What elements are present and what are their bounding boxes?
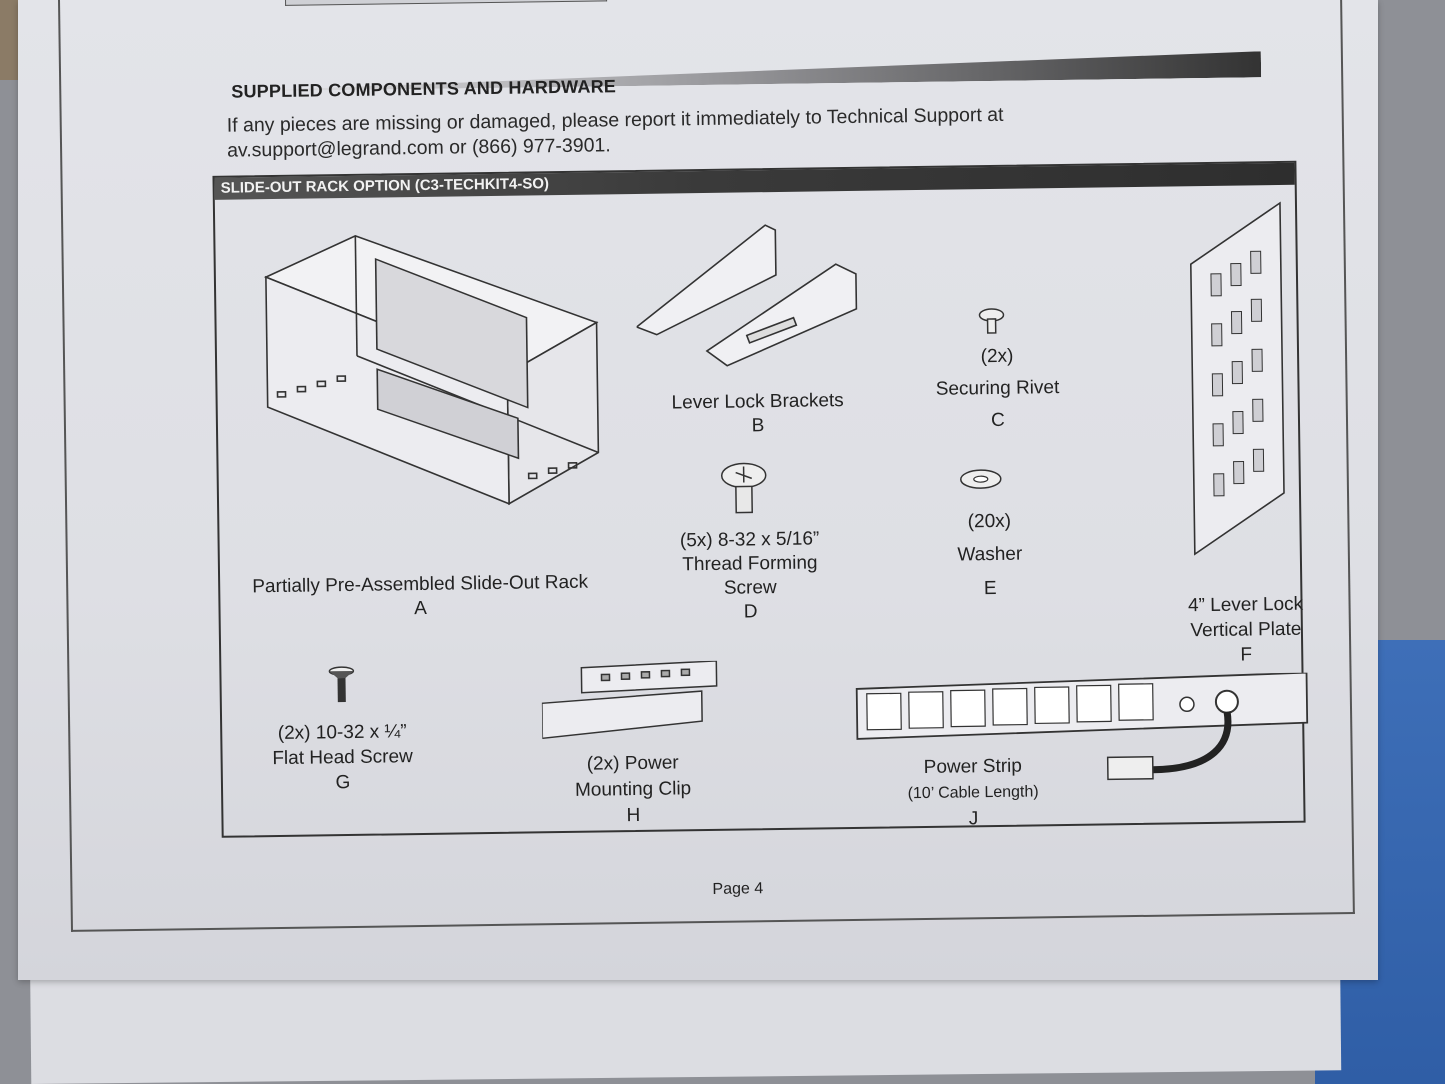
component-b-letter: B <box>751 415 765 437</box>
washer-icon <box>960 469 1002 489</box>
component-f-line1: 4” Lever Lock <box>1187 593 1304 617</box>
component-j-letter: J <box>968 808 979 830</box>
thread-forming-screw-icon <box>720 462 767 514</box>
component-f-letter: F <box>1240 644 1253 666</box>
component-e-letter: E <box>983 577 997 600</box>
component-j-sub: (10’ Cable Length) <box>907 783 1039 803</box>
component-g-letter: G <box>335 771 351 794</box>
vertical-plate-icon <box>1189 201 1285 556</box>
section-header-title: SUPPLIED COMPONENTS AND HARDWARE <box>231 76 617 102</box>
component-h-letter: H <box>626 804 641 827</box>
components-box-header: SLIDE-OUT RACK OPTION (C3-TECHKIT4-SO) <box>214 162 1295 200</box>
power-strip-icon <box>855 672 1309 781</box>
paper-sheet: SUPPLIED COMPONENTS AND HARDWARE If any … <box>18 0 1378 980</box>
component-d-line3: Screw <box>723 577 777 599</box>
mounting-clip-icon <box>541 660 718 740</box>
component-h-line1: (2x) Power <box>586 752 679 775</box>
component-d-letter: D <box>743 601 758 623</box>
components-box: SLIDE-OUT RACK OPTION (C3-TECHKIT4-SO) P… <box>212 160 1309 838</box>
component-b-name: Lever Lock Brackets <box>671 390 844 414</box>
component-g-line1: (2x) 10-32 x ¼” <box>277 721 407 745</box>
component-c-name: Securing Rivet <box>935 377 1060 400</box>
component-e-name: Washer <box>957 543 1023 566</box>
components-box-title: SLIDE-OUT RACK OPTION (C3-TECHKIT4-SO) <box>220 175 550 197</box>
component-h-line2: Mounting Clip <box>574 778 692 801</box>
rivet-icon <box>978 308 1005 334</box>
component-a-letter: A <box>414 597 428 620</box>
component-d-line1: (5x) 8-32 x 5/16” <box>679 528 820 552</box>
component-j-name: Power Strip <box>923 755 1023 778</box>
page-number: Page 4 <box>712 880 764 898</box>
component-c-qty: (2x) <box>980 345 1014 368</box>
component-g-line2: Flat Head Screw <box>272 746 413 770</box>
slide-out-rack-icon <box>263 235 600 506</box>
component-e-qty: (20x) <box>967 510 1012 533</box>
component-f-line2: Vertical Plate <box>1190 618 1302 642</box>
component-d-line2: Thread Forming <box>682 552 818 576</box>
intro-text: If any pieces are missing or damaged, pl… <box>227 100 1188 163</box>
lever-lock-bracket-icon <box>635 224 858 367</box>
previous-section-strip <box>284 0 608 6</box>
manual-page: SUPPLIED COMPONENTS AND HARDWARE If any … <box>58 0 1355 932</box>
component-c-letter: C <box>990 409 1005 432</box>
flat-head-screw-icon <box>328 666 355 703</box>
